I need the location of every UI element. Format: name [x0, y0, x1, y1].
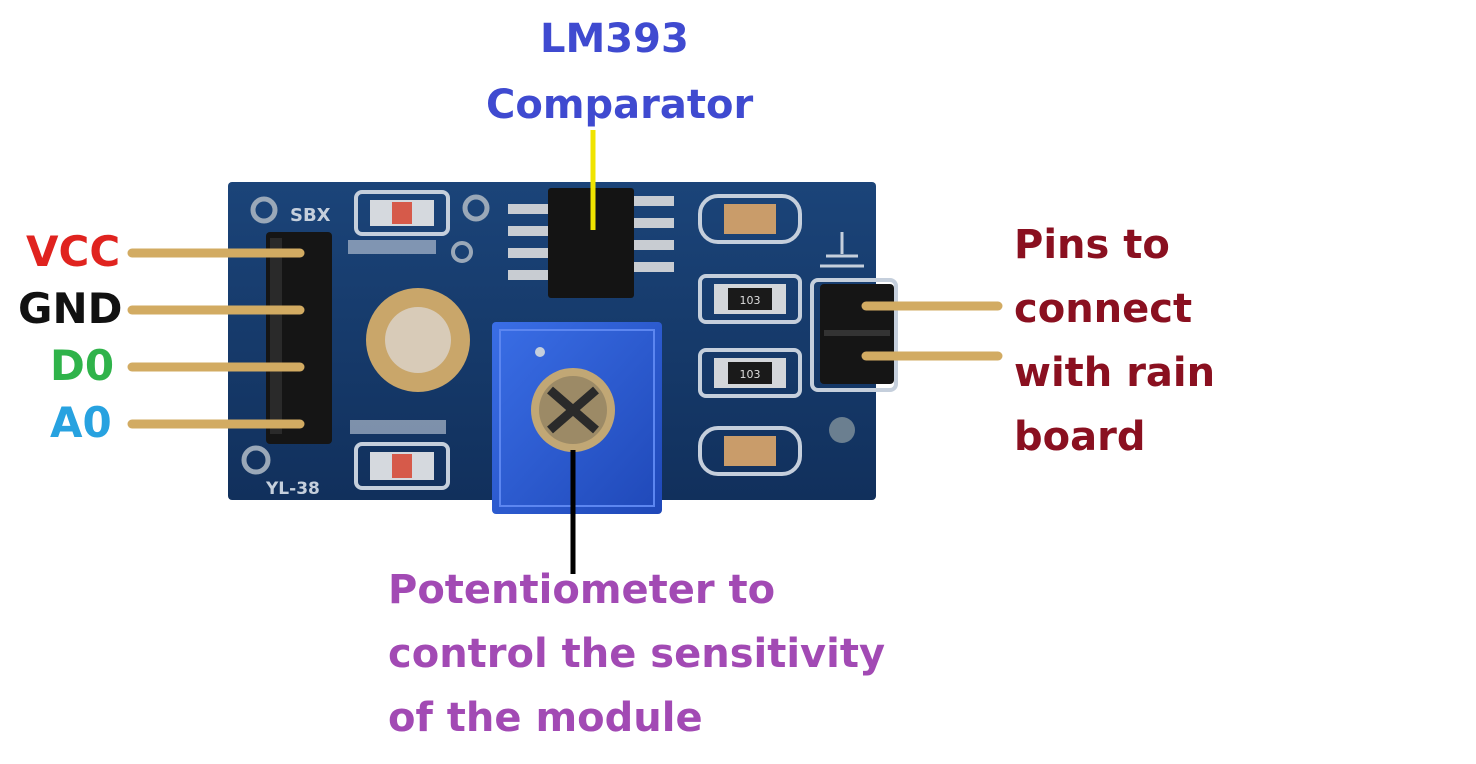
rain-pins-line: connect: [1014, 286, 1193, 332]
label-potentiometer: Potentiometer to control the sensitivity…: [388, 558, 885, 750]
pad-bottom-left: [241, 445, 271, 475]
right-pin-header: [810, 278, 898, 392]
pad-top-left: [250, 196, 278, 224]
smd-capacitor-top: [698, 194, 802, 244]
rain-pins-line: with rain: [1014, 350, 1216, 396]
potentiometer-line: Potentiometer to: [388, 567, 776, 613]
smd-resistor-2: 103: [698, 348, 802, 398]
led-top: [354, 190, 450, 236]
pad-mid: [451, 241, 473, 263]
rain-pins-line: board: [1014, 414, 1146, 460]
silk-model: YL-38: [265, 479, 320, 499]
rain-pins-line: Pins to: [1014, 222, 1170, 268]
led-bottom: [354, 442, 450, 490]
left-pin-header: [266, 232, 332, 444]
label-a0: A0: [50, 398, 112, 447]
pad-top-mid: [462, 194, 490, 222]
lm393-chip: [508, 188, 674, 298]
right-pins: [861, 301, 1003, 361]
potentiometer: [492, 322, 662, 514]
label-d0: D0: [50, 341, 115, 390]
label-rain-board-pins: Pins to connect with rain board: [1014, 213, 1215, 469]
svg-text:103: 103: [740, 368, 761, 381]
smd-capacitor-bottom: [698, 426, 802, 476]
label-comparator-title: LM393: [540, 16, 689, 62]
potentiometer-line: of the module: [388, 695, 703, 741]
potentiometer-line: control the sensitivity: [388, 631, 886, 677]
smd-resistor-1: 103: [698, 274, 802, 324]
label-vcc: VCC: [26, 227, 121, 276]
label-comparator-sub: Comparator: [486, 82, 754, 128]
silk-sbx: SBX: [290, 205, 331, 226]
ground-symbol: [820, 232, 864, 268]
label-gnd: GND: [18, 284, 123, 333]
svg-text:103: 103: [740, 294, 761, 307]
pad-bottom-right: [829, 417, 855, 443]
left-pins: [127, 248, 305, 429]
